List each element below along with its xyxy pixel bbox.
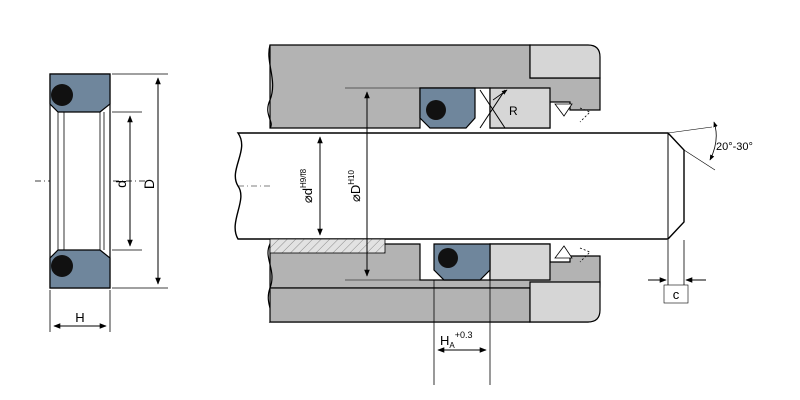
guide-strip: [269, 238, 386, 254]
groove-wall-bottom: [489, 243, 551, 281]
label-phi-d: ⌀dH9/f8: [299, 168, 315, 203]
chamfer-angle-arc: [709, 121, 718, 161]
assembly-view: R ⌀dH9/f8: [234, 44, 753, 385]
gland-bottom: [529, 281, 601, 323]
groove-wall-top: [489, 87, 551, 129]
oring-assembled-top: [426, 100, 446, 120]
label-c: c: [673, 287, 680, 302]
label-D: D: [141, 179, 157, 189]
label-H: H: [75, 310, 84, 325]
label-d: d: [113, 180, 129, 188]
oring-assembled-bottom: [438, 248, 458, 268]
label-HA: HA+0.3: [440, 330, 473, 350]
rod: [234, 132, 685, 240]
label-angle: 20°-30°: [716, 141, 753, 153]
gland-top: [529, 44, 601, 79]
seal-section-view: d D H: [35, 73, 168, 332]
oring-top: [51, 84, 73, 106]
label-phi-D: ⌀DH10: [347, 170, 363, 202]
oring-bottom: [51, 255, 73, 277]
label-R: R: [509, 104, 518, 118]
